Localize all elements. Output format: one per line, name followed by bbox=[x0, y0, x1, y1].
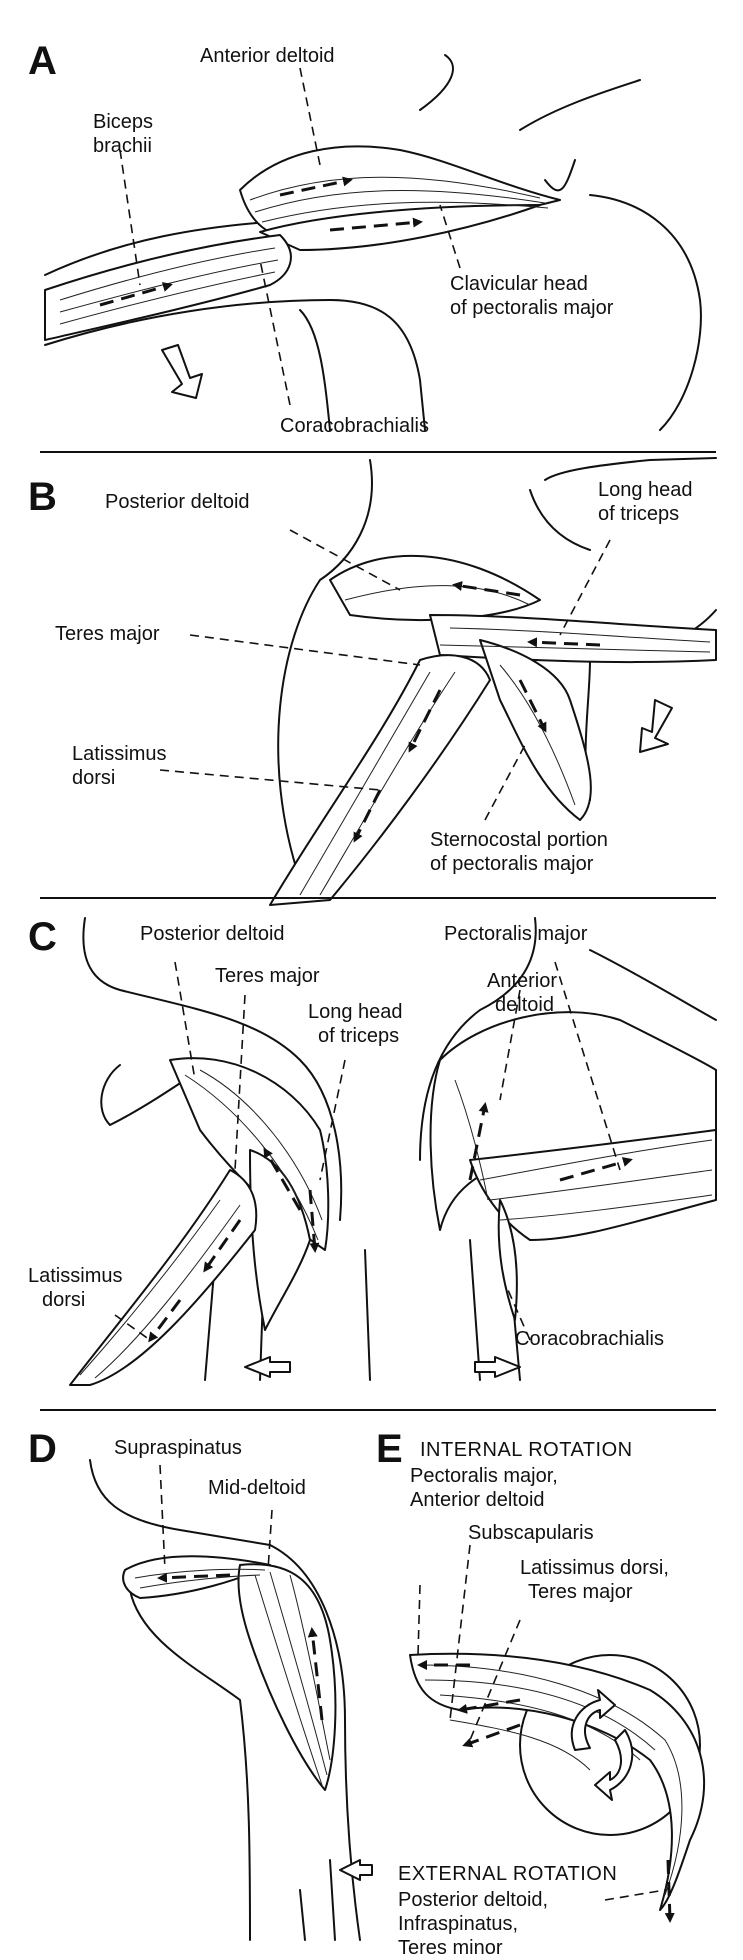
label-long-head-c-1: Long head bbox=[308, 1001, 403, 1023]
label-internal-1: Pectoralis major, bbox=[410, 1465, 558, 1487]
arms-lower-outline bbox=[204, 1239, 521, 1381]
clavicular-pectoralis-muscle bbox=[259, 204, 541, 251]
long-head-triceps-muscle bbox=[429, 614, 717, 664]
panel-c-right-motion-arrow bbox=[474, 1356, 521, 1378]
label-latissimus-b-2: dorsi bbox=[72, 767, 115, 789]
label-clavicular-2: of pectoralis major bbox=[450, 297, 614, 319]
panel-b-letter: B bbox=[28, 475, 57, 519]
neck-outline bbox=[419, 54, 454, 111]
label-mid-deltoid: Mid-deltoid bbox=[208, 1477, 306, 1499]
biceps-muscle bbox=[44, 234, 292, 341]
label-long-head-c-2: of triceps bbox=[318, 1025, 399, 1047]
panel-b-drawing bbox=[269, 457, 717, 906]
left-shoulder-outline bbox=[82, 917, 343, 1221]
panel-d: D Supraspinatus Mid-deltoid bbox=[28, 1427, 373, 1941]
neck-right-outline bbox=[519, 79, 641, 131]
panel-e-leaders bbox=[417, 1544, 666, 1901]
panel-a-letter: A bbox=[28, 39, 57, 83]
label-supraspinatus: Supraspinatus bbox=[114, 1437, 242, 1459]
label-external-1: Posterior deltoid, bbox=[398, 1889, 548, 1911]
panel-c: C bbox=[28, 915, 717, 1386]
label-biceps-2: brachii bbox=[93, 135, 152, 157]
panel-c-left-motion-arrow bbox=[244, 1356, 291, 1378]
label-sternocostal-2: of pectoralis major bbox=[430, 853, 594, 875]
label-external-2: Infraspinatus, bbox=[398, 1913, 518, 1935]
panel-a-drawing bbox=[44, 54, 702, 431]
coracobrachialis-c-muscle bbox=[497, 1199, 518, 1321]
label-teres-major-c: Teres major bbox=[215, 965, 320, 987]
torso-d-outline bbox=[129, 1589, 251, 1941]
label-long-head-b-1: Long head bbox=[598, 479, 693, 501]
right-shoulder-top-outline bbox=[589, 949, 717, 1021]
label-internal-2: Anterior deltoid bbox=[410, 1489, 545, 1511]
label-teres-major-b: Teres major bbox=[55, 623, 160, 645]
panel-d-letter: D bbox=[28, 1427, 57, 1471]
label-anterior-deltoid-a: Anterior deltoid bbox=[200, 45, 335, 67]
back-outline bbox=[277, 459, 373, 881]
label-latissimus-e-1: Latissimus dorsi, bbox=[520, 1557, 669, 1579]
panel-a-motion-arrow bbox=[161, 344, 203, 399]
label-sternocostal-1: Sternocostal portion bbox=[430, 829, 608, 851]
label-anterior-c-2: deltoid bbox=[495, 994, 554, 1016]
sternal-notch-outline bbox=[544, 159, 576, 192]
label-internal-rotation: INTERNAL ROTATION bbox=[420, 1439, 633, 1461]
posterior-deltoid-muscle bbox=[329, 554, 541, 621]
panel-e-drawing bbox=[409, 1652, 705, 1923]
label-external-rotation: EXTERNAL ROTATION bbox=[398, 1863, 617, 1885]
label-latissimus-c-1: Latissimus bbox=[28, 1265, 122, 1287]
neck-curve-outline bbox=[419, 917, 537, 1161]
latissimus-muscle-b bbox=[269, 654, 491, 906]
label-biceps-1: Biceps bbox=[93, 111, 153, 133]
label-latissimus-e-2: Teres major bbox=[528, 1581, 633, 1603]
panel-c-letter: C bbox=[28, 915, 57, 959]
shoulder-outline bbox=[529, 489, 591, 551]
arm-top-outline bbox=[544, 457, 717, 481]
panel-c-drawing bbox=[69, 917, 717, 1386]
panel-c-leaders bbox=[114, 961, 621, 1341]
label-clavicular-1: Clavicular head bbox=[450, 273, 588, 295]
internal-rotation-arrow bbox=[570, 1689, 616, 1751]
arm-lower-outline bbox=[44, 299, 426, 431]
panel-b: B bbox=[28, 457, 717, 906]
label-external-3: Teres minor bbox=[398, 1937, 503, 1959]
label-posterior-deltoid-b: Posterior deltoid bbox=[105, 491, 250, 513]
panel-e: E INTERNAL ROTATION Pectoralis major, An… bbox=[376, 1427, 705, 1959]
panel-e-letter: E bbox=[376, 1427, 403, 1471]
label-pectoralis-major-c: Pectoralis major bbox=[444, 923, 588, 945]
chest-right-outline bbox=[589, 194, 702, 431]
panel-a-leaders bbox=[119, 67, 461, 406]
panel-a: A bbox=[28, 39, 702, 437]
label-posterior-deltoid-c: Posterior deltoid bbox=[140, 923, 285, 945]
panel-b-motion-arrow bbox=[639, 699, 673, 753]
axilla-outline bbox=[299, 309, 331, 431]
label-latissimus-c-2: dorsi bbox=[42, 1289, 85, 1311]
label-subscapularis: Subscapularis bbox=[468, 1522, 594, 1544]
label-coracobrachialis-c: Coracobrachialis bbox=[515, 1328, 664, 1350]
neck-d-outline bbox=[89, 1459, 271, 1546]
panel-d-drawing bbox=[89, 1459, 373, 1941]
label-anterior-c-1: Anterior bbox=[487, 970, 557, 992]
external-rotation-arrow bbox=[594, 1729, 634, 1801]
panel-b-leaders bbox=[159, 529, 611, 821]
humeral-head-outline bbox=[519, 1654, 701, 1836]
left-scapula-outline bbox=[100, 1064, 201, 1126]
label-coracobrachialis-a: Coracobrachialis bbox=[280, 415, 429, 437]
label-long-head-b-2: of triceps bbox=[598, 503, 679, 525]
sternocostal-pectoralis-muscle bbox=[479, 639, 592, 821]
panel-d-leaders bbox=[159, 1464, 273, 1571]
latissimus-c-muscle bbox=[69, 1169, 258, 1386]
arm-d-lower-outline bbox=[299, 1859, 336, 1941]
label-latissimus-b-1: Latissimus bbox=[72, 743, 166, 765]
panel-d-motion-arrow bbox=[339, 1859, 373, 1881]
